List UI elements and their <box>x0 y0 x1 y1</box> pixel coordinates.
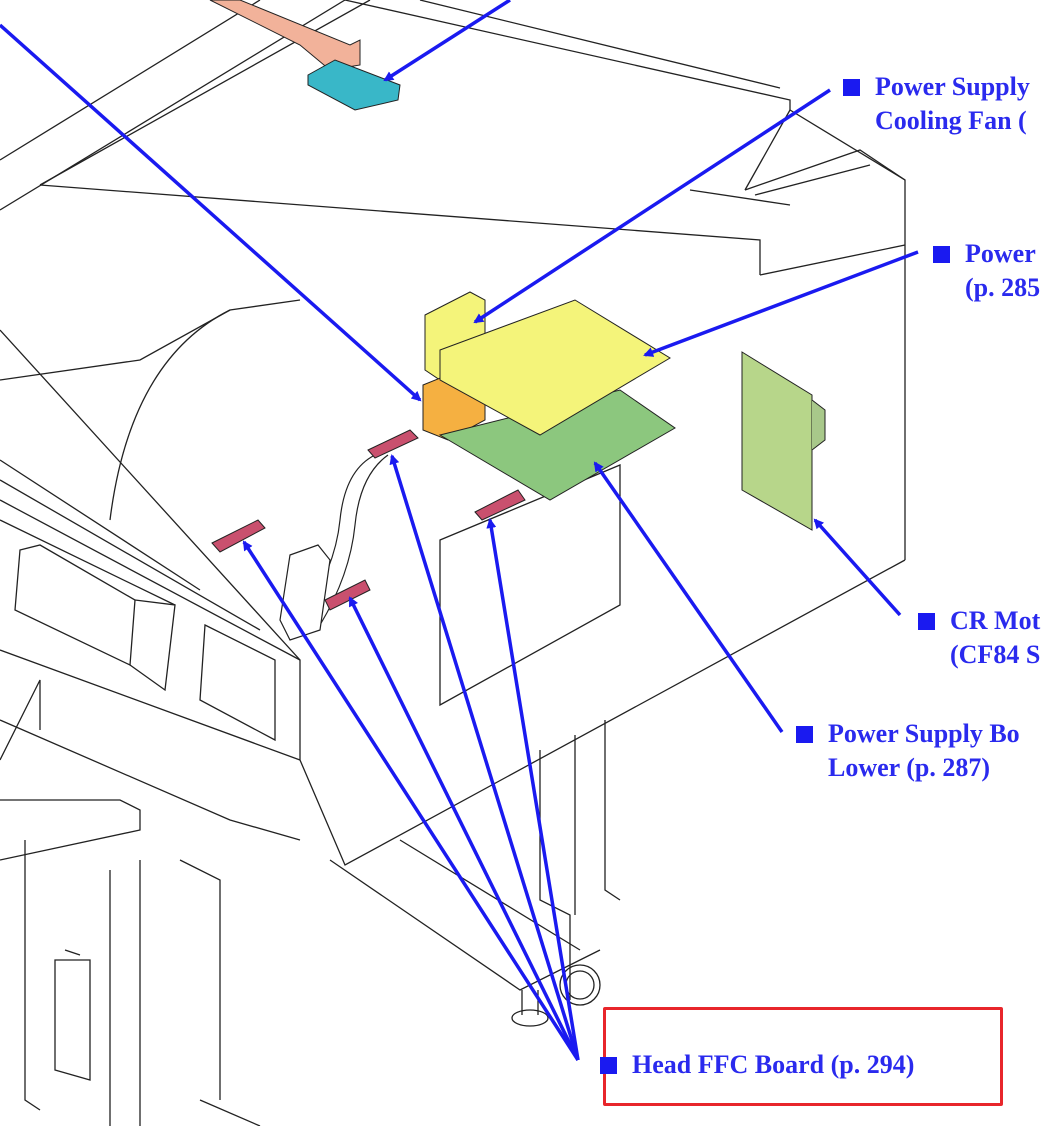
head-ffc-connector-1 <box>211 519 266 553</box>
arrow-lower-fan <box>0 23 422 402</box>
callout-head-ffc-board[interactable]: Head FFC Board (p. 294) <box>600 1048 914 1082</box>
top-circuit-board <box>307 59 401 111</box>
callout-arrows <box>0 0 919 1061</box>
arrow-head-ffc-3 <box>486 518 580 1061</box>
square-bullet-icon <box>933 246 950 263</box>
cr-motor-board <box>741 351 813 531</box>
power-supply-board-upper <box>439 299 671 436</box>
callout-power-supply-cooling-fan: Power Supply Cooling Fan ( <box>843 70 1030 138</box>
head-ffc-connector-3 <box>474 489 526 521</box>
arrow-head-ffc-1 <box>242 540 580 1061</box>
arrow-power-board-upper <box>643 250 919 357</box>
carriage-rail <box>209 0 361 71</box>
callout-cr-motor: CR Mot (CF84 S <box>918 604 1040 672</box>
head-ffc-connector-2 <box>367 429 419 459</box>
highlight-box <box>603 1007 1003 1106</box>
arrow-head-ffc-4 <box>348 596 580 1061</box>
square-bullet-icon <box>918 613 935 630</box>
callout-power-supply-board-upper: Power (p. 285 <box>933 237 1040 305</box>
callout-power-supply-board-lower: Power Supply Bo Lower (p. 287) <box>796 717 1020 785</box>
square-bullet-icon <box>796 726 813 743</box>
square-bullet-icon <box>843 79 860 96</box>
head-ffc-connector-4 <box>324 579 371 611</box>
cable-clip <box>279 544 331 641</box>
arrow-cooling-fan <box>473 88 831 324</box>
arrow-top-board <box>383 0 511 82</box>
arrow-cr-motor <box>813 518 902 617</box>
printer-body <box>0 0 906 1126</box>
arrow-head-ffc-2 <box>389 454 580 1061</box>
arrow-power-board-lower <box>593 461 784 733</box>
square-bullet-icon <box>600 1057 617 1074</box>
